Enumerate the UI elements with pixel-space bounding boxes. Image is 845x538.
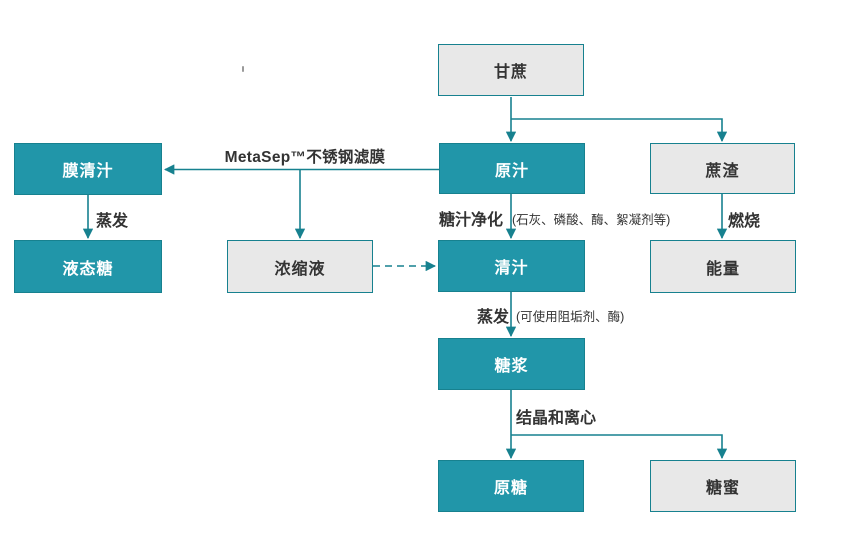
node-concentrate-label: 浓缩液 <box>274 260 326 278</box>
node-bagasse-label: 蔗渣 <box>705 162 740 180</box>
node-syrup-label: 糖浆 <box>494 358 529 375</box>
edge-label-combustion: 燃烧 <box>728 213 761 230</box>
node-syrup: 糖浆 <box>438 338 585 390</box>
stray-mark <box>242 66 244 72</box>
edge-label-purification: 糖汁净化 (石灰、磷酸、酶、絮凝剂等) <box>439 206 670 230</box>
edge-label-evaporation-left: 蒸发 <box>96 213 129 230</box>
edge-label-evaporation-mid-note: (可使用阻垢剂、酶) <box>516 309 625 324</box>
node-raw-juice-label: 原汁 <box>494 162 529 180</box>
node-bagasse: 蔗渣 <box>650 143 795 194</box>
node-raw-juice: 原汁 <box>439 143 585 194</box>
node-membrane-clear-juice-label: 膜清汁 <box>62 163 114 180</box>
node-raw-sugar: 原糖 <box>438 460 584 512</box>
node-liquid-sugar-label: 液态糖 <box>62 260 114 278</box>
node-liquid-sugar: 液态糖 <box>14 240 162 293</box>
node-sugarcane: 甘蔗 <box>438 44 584 96</box>
node-sugarcane-label: 甘蔗 <box>493 64 528 81</box>
node-raw-sugar-label: 原糖 <box>493 480 528 497</box>
edge-label-evaporation-mid: 蒸发 (可使用阻垢剂、酶) <box>477 303 624 327</box>
node-molasses-label: 糖蜜 <box>705 480 740 497</box>
edge-label-crystallization: 结晶和离心 <box>516 410 597 427</box>
node-molasses: 糖蜜 <box>650 460 796 512</box>
edge-label-purification-text: 糖汁净化 <box>439 212 504 229</box>
node-energy-label: 能量 <box>705 260 740 278</box>
node-membrane-clear-juice: 膜清汁 <box>14 143 162 195</box>
node-concentrate: 浓缩液 <box>227 240 373 293</box>
node-energy: 能量 <box>650 240 796 293</box>
edge-label-evaporation-mid-text: 蒸发 <box>477 309 510 326</box>
node-clear-juice-label: 清汁 <box>494 260 529 277</box>
edge-label-metasep-membrane: MetaSep™不锈钢滤膜 <box>224 149 386 166</box>
edge-label-purification-note: (石灰、磷酸、酶、絮凝剂等) <box>512 212 671 227</box>
node-clear-juice: 清汁 <box>438 240 585 292</box>
